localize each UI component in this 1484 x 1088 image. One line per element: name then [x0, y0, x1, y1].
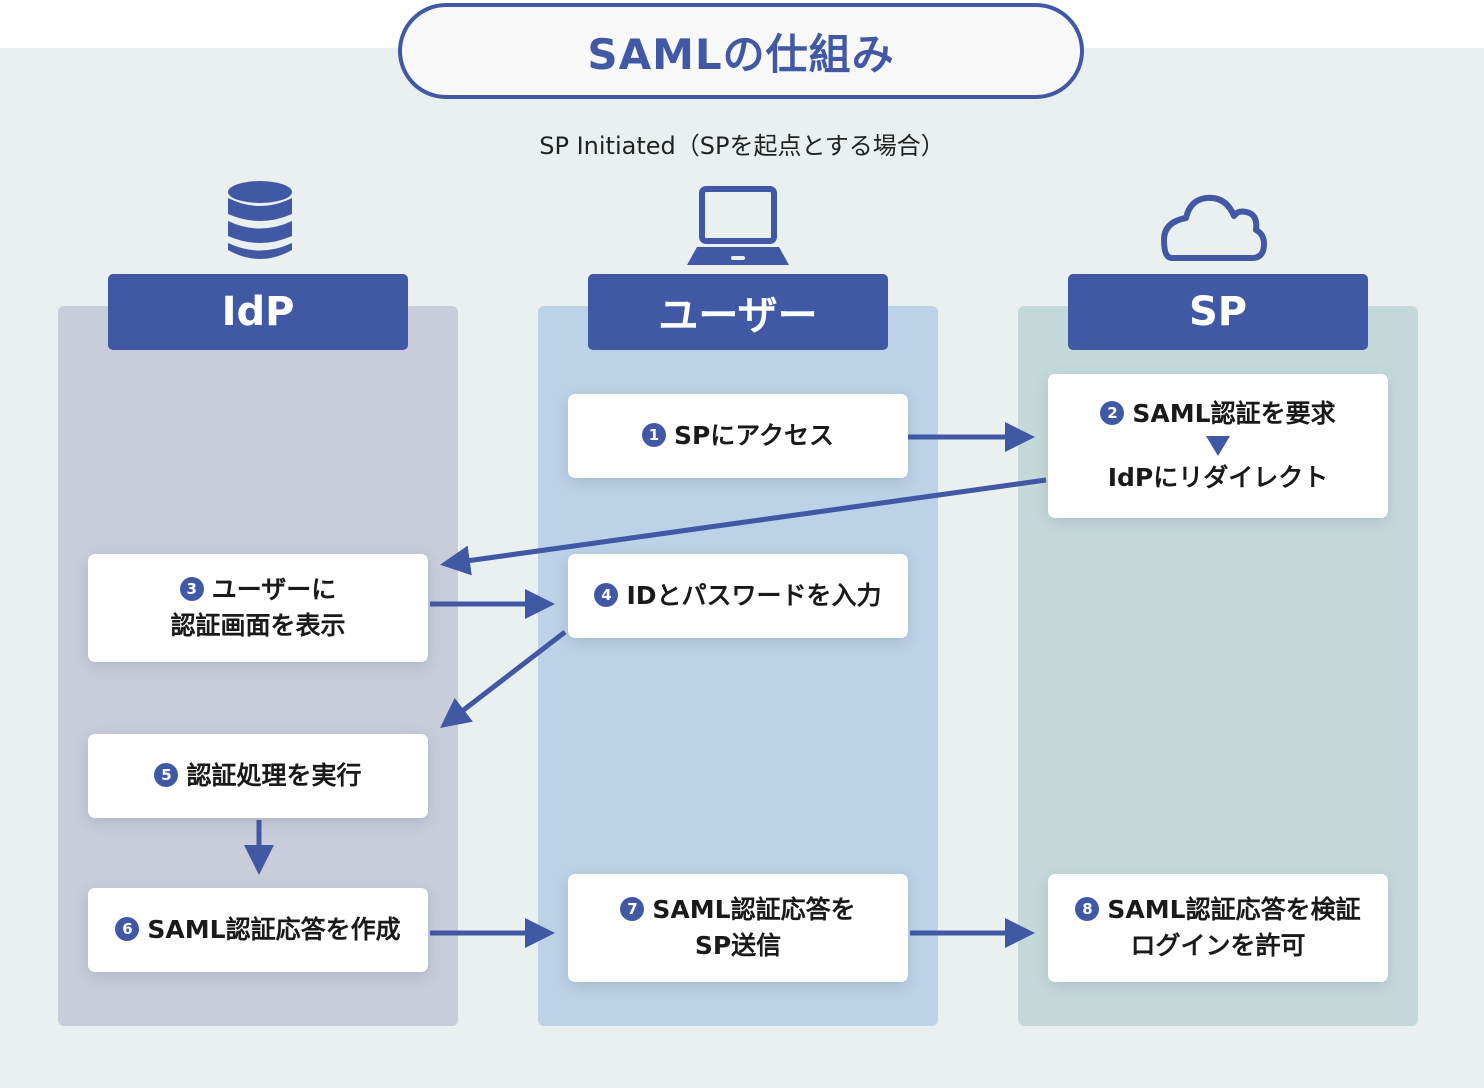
step-2-box: 2 SAML認証を要求 IdPにリダイレクト	[1048, 374, 1388, 518]
step-2-line-1: SAML認証を要求	[1132, 399, 1336, 428]
step-1-box: 1 SPにアクセス	[568, 394, 908, 478]
step-5-line-1: 認証処理を実行	[186, 761, 362, 790]
step-5-text: 5 認証処理を実行	[154, 758, 362, 794]
page-title: SAMLの仕組み	[587, 29, 895, 79]
step-7-text: 7 SAML認証応答を	[620, 892, 856, 928]
step-6-line-1: SAML認証応答を作成	[147, 915, 401, 944]
step-8-line-2: ログインを許可	[1130, 931, 1306, 960]
step-6-box: 6 SAML認証応答を作成	[88, 888, 428, 972]
step-number-badge: 3	[179, 577, 204, 601]
step-1-line-1: SPにアクセス	[673, 421, 835, 450]
laptop-icon	[687, 186, 789, 265]
step-number-badge: 4	[594, 583, 619, 607]
title-banner: SAMLの仕組み	[398, 3, 1084, 99]
column-header-sp: SP	[1068, 274, 1368, 350]
step-number-badge: 6	[115, 917, 140, 941]
step-4-text: 4 IDとパスワードを入力	[594, 578, 882, 614]
step-number-badge: 1	[641, 423, 666, 447]
step-4-box: 4 IDとパスワードを入力	[568, 554, 908, 638]
step-1-text: 1 SPにアクセス	[641, 418, 835, 454]
step-3-text: 3 ユーザーに	[179, 572, 337, 608]
step-3-line-1: ユーザーに	[211, 575, 337, 604]
step-7-box: 7 SAML認証応答を SP送信	[568, 874, 908, 982]
step-5-box: 5 認証処理を実行	[88, 734, 428, 818]
step-number-badge: 2	[1100, 401, 1125, 425]
step-6-text: 6 SAML認証応答を作成	[115, 912, 401, 948]
step-number-badge: 7	[620, 897, 645, 921]
database-icon	[228, 181, 292, 259]
column-header-idp: IdP	[108, 274, 408, 350]
step-8-box: 8 SAML認証応答を検証 ログインを許可	[1048, 874, 1388, 982]
step-7-line-2: SP送信	[694, 931, 782, 960]
subtitle: SP Initiated（SPを起点とする場合）	[539, 132, 945, 160]
down-triangle-icon	[1206, 436, 1230, 456]
step-8-text: 8 SAML認証応答を検証	[1075, 892, 1361, 928]
step-number-badge: 8	[1075, 897, 1100, 921]
step-3-box: 3 ユーザーに 認証画面を表示	[88, 554, 428, 662]
step-number-badge: 5	[154, 763, 179, 787]
step-2-line-2: IdPにリダイレクト	[1107, 463, 1329, 492]
step-4-line-1: IDとパスワードを入力	[626, 581, 882, 610]
cloud-icon	[1161, 194, 1267, 261]
step-2-text: 2 SAML認証を要求	[1100, 396, 1336, 432]
step-7-line-1: SAML認証応答を	[652, 895, 856, 924]
column-header-user: ユーザー	[588, 274, 888, 350]
step-8-line-1: SAML認証応答を検証	[1107, 895, 1361, 924]
step-3-line-2: 認証画面を表示	[170, 611, 346, 640]
